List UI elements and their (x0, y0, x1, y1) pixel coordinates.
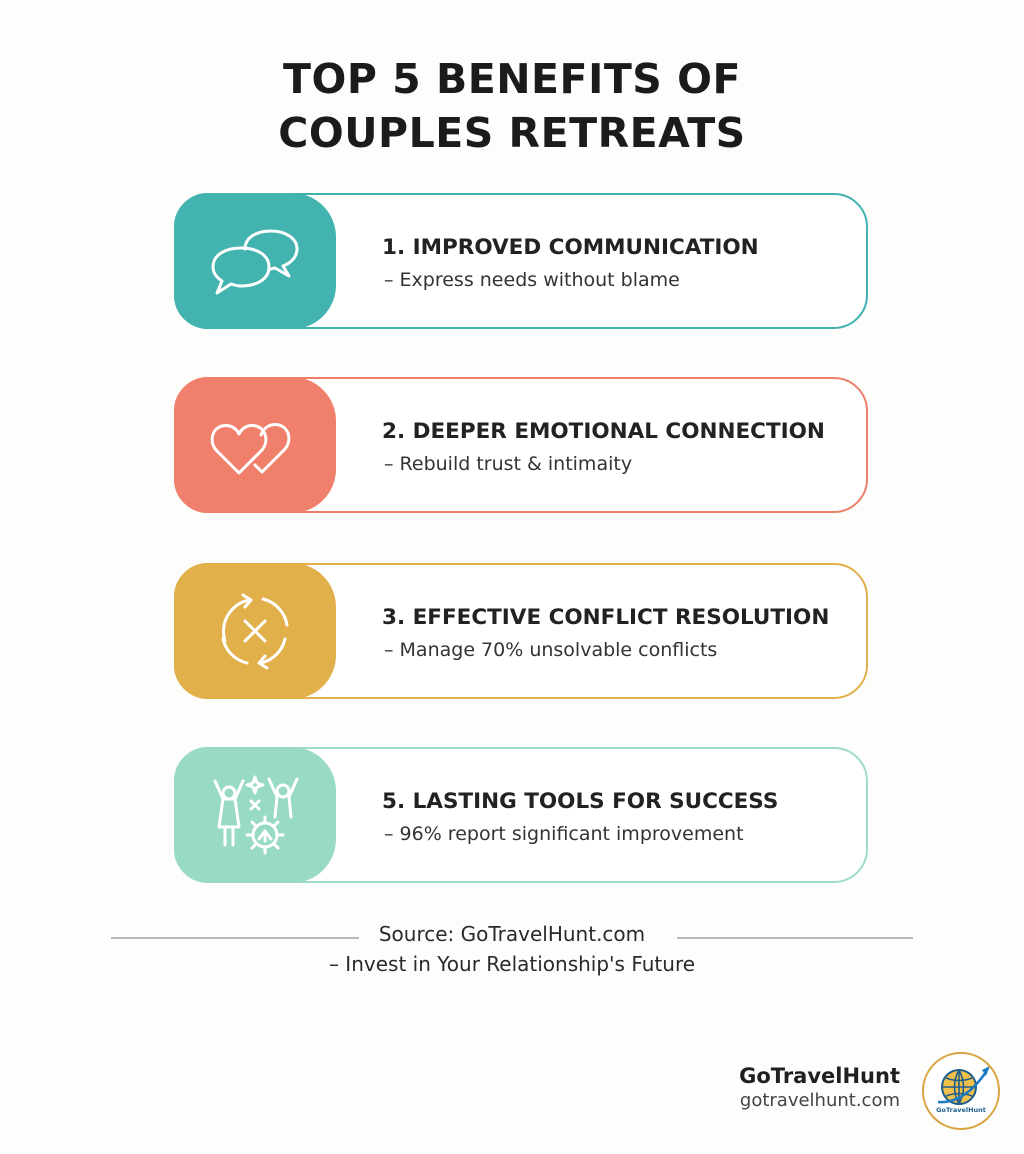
benefit-icon-box (174, 563, 336, 699)
benefit-heading: 5. LASTING TOOLS FOR SUCCESS (382, 789, 779, 814)
divider-right (677, 937, 913, 939)
benefit-heading: 3. EFFECTIVE CONFLICT RESOLUTION (382, 605, 830, 630)
benefit-icon-box (174, 747, 336, 883)
benefit-card-emotional-connection: 2. DEEPER EMOTIONAL CONNECTION – Rebuild… (174, 377, 868, 513)
benefit-heading: 1. IMPROVED COMMUNICATION (382, 235, 759, 260)
brand-logo: GoTravelHunt (922, 1052, 1000, 1130)
globe-plane-logo-icon (937, 1066, 990, 1105)
benefit-card-conflict-resolution: 3. EFFECTIVE CONFLICT RESOLUTION – Manag… (174, 563, 868, 699)
benefit-description: – Manage 70% unsolvable conflicts (384, 639, 718, 661)
benefit-description: – Rebuild trust & intimaity (384, 453, 633, 475)
divider-left (111, 937, 359, 939)
title-line-2: COUPLES RETREATS (278, 109, 746, 157)
page-title: TOP 5 BENEFITS OF COUPLES RETREATS (0, 52, 1024, 160)
speech-bubbles-icon (211, 229, 299, 295)
benefit-card-communication: 1. IMPROVED COMMUNICATION – Express need… (174, 193, 868, 329)
benefit-icon-box (174, 377, 336, 513)
source-text: Source: GoTravelHunt.com (378, 922, 646, 946)
two-hearts-icon (210, 423, 291, 475)
brand-url[interactable]: gotravelhunt.com (739, 1090, 900, 1111)
benefit-description: – 96% report significant improvement (384, 823, 744, 845)
benefit-heading: 2. DEEPER EMOTIONAL CONNECTION (382, 419, 825, 444)
conflict-cycle-icon (221, 593, 289, 670)
brand-name: GoTravelHunt (739, 1064, 900, 1088)
logo-text: GoTravelHunt (936, 1106, 986, 1114)
title-line-1: TOP 5 BENEFITS OF (283, 55, 741, 103)
benefit-card-lasting-tools: 5. LASTING TOOLS FOR SUCCESS – 96% repor… (174, 747, 868, 883)
benefit-description: – Express needs without blame (384, 269, 680, 291)
benefit-icon-box (174, 193, 336, 329)
tagline-text: – Invest in Your Relationship's Future (328, 952, 696, 976)
celebrating-couple-gear-icon (213, 775, 299, 855)
